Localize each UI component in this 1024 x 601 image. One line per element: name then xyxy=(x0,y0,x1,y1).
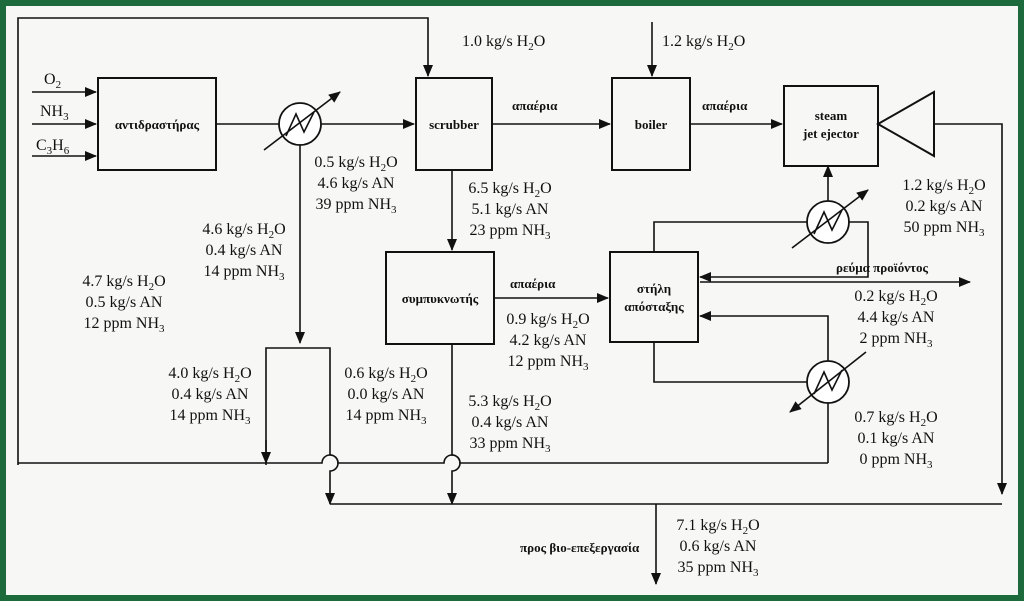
product-stream-label: ρεύμα προϊόντος xyxy=(836,260,929,275)
recycle-bottom-line xyxy=(18,454,828,464)
svg-text:4.4 kg/s AN: 4.4 kg/s AN xyxy=(858,309,935,326)
svg-text:4.0 kg/s H2O: 4.0 kg/s H2O xyxy=(168,365,251,385)
svg-text:5.3 kg/s H2O: 5.3 kg/s H2O xyxy=(468,393,551,413)
stream-compositions: 1.0 kg/s H2O 1.2 kg/s H2O 0.5 kg/s H2O 4… xyxy=(82,33,985,579)
svg-text:4.6 kg/s H2O: 4.6 kg/s H2O xyxy=(202,221,285,241)
svg-text:0.6 kg/s AN: 0.6 kg/s AN xyxy=(680,538,757,555)
svg-text:0.1 kg/s AN: 0.1 kg/s AN xyxy=(858,430,935,447)
input-labels: O2 NH3 C3H6 xyxy=(36,71,70,157)
column-bottom-composition: 0.7 kg/s H2O 0.1 kg/s AN 0 ppm NH3 xyxy=(854,409,937,471)
condenser-bottom-composition: 5.3 kg/s H2O 0.4 kg/s AN 33 ppm NH3 xyxy=(468,393,551,455)
reactor-label: αντιδραστήρας xyxy=(115,117,200,132)
svg-text:0.7 kg/s H2O: 0.7 kg/s H2O xyxy=(854,409,937,429)
ejector-out-composition: 1.2 kg/s H2O 0.2 kg/s AN 50 ppm NH3 xyxy=(902,177,985,239)
split-in-composition: 4.6 kg/s H2O 0.4 kg/s AN 14 ppm NH3 xyxy=(202,221,285,283)
ejector-label-line2: jet ejector xyxy=(802,126,859,141)
hx3-arrow-icon xyxy=(789,351,867,413)
column-label-line2: απόσταξης xyxy=(624,299,684,314)
column-top-line xyxy=(653,221,808,252)
svg-text:14 ppm NH3: 14 ppm NH3 xyxy=(169,407,251,427)
c3h6-label: C3H6 xyxy=(36,137,70,157)
svg-text:0.9 kg/s H2O: 0.9 kg/s H2O xyxy=(506,311,589,331)
svg-text:2 ppm NH3: 2 ppm NH3 xyxy=(859,330,933,350)
recycle-composition: 4.7 kg/s H2O 0.5 kg/s AN 12 ppm NH3 xyxy=(82,273,165,335)
bio-composition: 7.1 kg/s H2O 0.6 kg/s AN 35 ppm NH3 xyxy=(676,517,759,579)
boiler-water-h2o: 1.2 kg/s H2O xyxy=(662,33,745,53)
svg-text:39 ppm NH3: 39 ppm NH3 xyxy=(315,196,397,216)
splitter-left-line xyxy=(265,347,331,465)
reflux-line xyxy=(699,221,869,282)
hx1-arrow-icon xyxy=(263,91,341,151)
split-right-composition: 0.6 kg/s H2O 0.0 kg/s AN 14 ppm NH3 xyxy=(344,365,427,427)
heat-exchanger-2[interactable] xyxy=(791,189,869,249)
svg-text:0.5 kg/s AN: 0.5 kg/s AN xyxy=(86,294,163,311)
svg-text:14 ppm NH3: 14 ppm NH3 xyxy=(203,263,285,283)
svg-text:12 ppm NH3: 12 ppm NH3 xyxy=(507,353,589,373)
svg-text:33 ppm NH3: 33 ppm NH3 xyxy=(469,435,551,455)
offgas-label-1: απαέρια xyxy=(512,98,558,113)
ejector-outlet-line xyxy=(934,123,1007,495)
boiler-label: boiler xyxy=(635,117,668,132)
hx2-arrow-icon xyxy=(791,189,869,249)
steam-jet-ejector-unit[interactable]: steam jet ejector xyxy=(783,85,935,167)
ejector-nozzle-icon xyxy=(875,90,935,158)
svg-text:0.5 kg/s H2O: 0.5 kg/s H2O xyxy=(314,154,397,174)
svg-text:7.1 kg/s H2O: 7.1 kg/s H2O xyxy=(676,517,759,537)
scrubber-bottom-composition: 6.5 kg/s H2O 5.1 kg/s AN 23 ppm NH3 xyxy=(468,180,551,242)
split-left-composition: 4.0 kg/s H2O 0.4 kg/s AN 14 ppm NH3 xyxy=(168,365,251,427)
svg-text:0 ppm NH3: 0 ppm NH3 xyxy=(859,451,933,471)
svg-text:0.4 kg/s AN: 0.4 kg/s AN xyxy=(206,242,283,259)
bio-treatment-label: προς βιο-επεξεργασία xyxy=(520,540,640,555)
heat-exchanger-1[interactable] xyxy=(263,91,341,151)
scrubber-label: scrubber xyxy=(429,117,479,132)
heat-exchanger-3[interactable] xyxy=(789,351,867,413)
offgas-label-2: απαέρια xyxy=(702,98,748,113)
svg-text:5.1 kg/s AN: 5.1 kg/s AN xyxy=(472,201,549,218)
condenser-unit[interactable]: συμπυκνωτής xyxy=(385,251,495,345)
boiler-unit[interactable]: boiler xyxy=(611,77,691,171)
svg-text:14 ppm NH3: 14 ppm NH3 xyxy=(345,407,427,427)
svg-text:0.4 kg/s AN: 0.4 kg/s AN xyxy=(472,414,549,431)
svg-text:0.2 kg/s AN: 0.2 kg/s AN xyxy=(906,198,983,215)
svg-text:4.2 kg/s AN: 4.2 kg/s AN xyxy=(510,332,587,349)
o2-label: O2 xyxy=(44,71,61,91)
column-label-line1: στήλη xyxy=(637,281,671,296)
recycle-loop-line xyxy=(17,17,433,465)
svg-text:23 ppm NH3: 23 ppm NH3 xyxy=(469,222,551,242)
svg-text:0.0 kg/s AN: 0.0 kg/s AN xyxy=(348,386,425,403)
ejector-label-line1: steam xyxy=(815,108,848,123)
nh3-label: NH3 xyxy=(40,103,69,123)
stream-name-labels: απαέρια απαέρια απαέρια ρεύμα προϊόντος … xyxy=(510,98,929,555)
svg-text:0.6 kg/s H2O: 0.6 kg/s H2O xyxy=(344,365,427,385)
svg-text:4.7 kg/s H2O: 4.7 kg/s H2O xyxy=(82,273,165,293)
svg-text:50 ppm NH3: 50 ppm NH3 xyxy=(903,219,985,239)
svg-text:35 ppm NH3: 35 ppm NH3 xyxy=(677,559,759,579)
product-composition: 0.2 kg/s H2O 4.4 kg/s AN 2 ppm NH3 xyxy=(854,288,937,350)
reboiler-return-line xyxy=(699,311,829,362)
condenser-label: συμπυκνωτής xyxy=(402,291,479,306)
svg-text:0.2 kg/s H2O: 0.2 kg/s H2O xyxy=(854,288,937,308)
svg-text:0.4 kg/s AN: 0.4 kg/s AN xyxy=(172,386,249,403)
svg-text:1.2 kg/s H2O: 1.2 kg/s H2O xyxy=(902,177,985,197)
scrubber-water-h2o: 1.0 kg/s H2O xyxy=(462,33,545,53)
offgas-label-3: απαέρια xyxy=(510,276,556,291)
svg-text:12 ppm NH3: 12 ppm NH3 xyxy=(83,315,165,335)
column-bottom-to-hx3-line xyxy=(653,342,808,383)
reactor-unit[interactable]: αντιδραστήρας xyxy=(97,77,217,171)
condenser-out-composition: 0.9 kg/s H2O 4.2 kg/s AN 12 ppm NH3 xyxy=(506,311,589,373)
svg-text:4.6 kg/s AN: 4.6 kg/s AN xyxy=(318,175,395,192)
scrubber-unit[interactable]: scrubber xyxy=(415,77,493,171)
distillation-column-unit[interactable]: στήλη απόσταξης xyxy=(609,251,699,343)
reactor-out-composition: 0.5 kg/s H2O 4.6 kg/s AN 39 ppm NH3 xyxy=(314,154,397,216)
svg-text:6.5 kg/s H2O: 6.5 kg/s H2O xyxy=(468,180,551,200)
stream-lines xyxy=(17,17,1007,585)
